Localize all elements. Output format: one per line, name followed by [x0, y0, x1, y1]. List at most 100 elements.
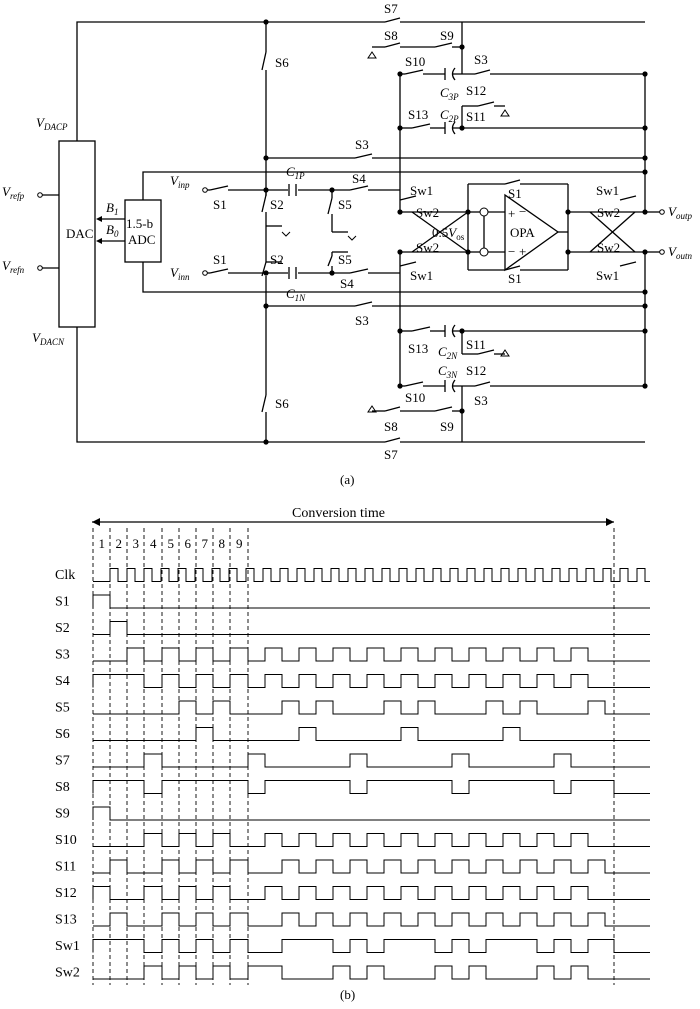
circuit-wires	[76, 21, 660, 443]
sw2-label-br: Sw2	[597, 240, 620, 255]
vos-source-n	[479, 247, 489, 257]
phase-label: 8	[219, 536, 226, 551]
junction-dots	[202, 19, 665, 445]
s11-label-bot: S11	[466, 337, 486, 352]
waveform-s6	[93, 727, 650, 741]
c2p-label: C2P	[440, 107, 459, 124]
phase-label: 6	[185, 536, 192, 551]
s12-label-top: S12	[466, 83, 486, 98]
c1p-label: C1P	[286, 164, 305, 181]
s9-label-top: S9	[440, 28, 454, 43]
signal-label-s7: S7	[55, 754, 70, 769]
c3p-label: C3P	[440, 85, 459, 102]
sw1-label-tr: Sw1	[596, 183, 619, 198]
vrefp-label: Vrefp	[2, 184, 25, 201]
s8-label-bot: S8	[384, 419, 398, 434]
phase-dividers	[92, 528, 615, 985]
capacitors	[288, 67, 456, 393]
vos-source-p	[479, 207, 489, 217]
opa-symbol	[504, 193, 560, 272]
s4-label-p: S4	[352, 171, 366, 186]
s3-label-p: S3	[355, 137, 369, 152]
svg-text:+: +	[508, 206, 515, 221]
dac-label: DAC	[66, 226, 93, 241]
s11-label-top: S11	[466, 109, 486, 124]
sw2-label-tl: Sw2	[416, 205, 439, 220]
waveform-s5	[93, 700, 650, 715]
waveform-s11	[93, 859, 650, 874]
s10-label-top: S10	[405, 54, 425, 69]
vdacp-label: VDACP	[36, 115, 68, 132]
s3-label-top: S3	[474, 52, 488, 67]
s12-label-bot: S12	[466, 363, 486, 378]
signal-label-s5: S5	[55, 701, 70, 716]
phase-label: 9	[236, 536, 243, 551]
waveform-clk	[93, 568, 650, 582]
signal-label-s2: S2	[55, 621, 70, 636]
s1-label-p: S1	[213, 197, 227, 212]
s5-label-n: S5	[338, 252, 352, 267]
signal-label-s12: S12	[55, 886, 77, 901]
s8-label-top: S8	[384, 28, 398, 43]
phase-label: 4	[150, 536, 157, 551]
vrefn-label: Vrefn	[2, 258, 25, 275]
waveform-s1	[92, 594, 650, 609]
s10-label-bot: S10	[405, 390, 425, 405]
svg-text:−: −	[519, 204, 526, 219]
signal-label-s4: S4	[55, 674, 70, 689]
sw2-label-tr: Sw2	[597, 205, 620, 220]
vos-label: 0.5Vos	[432, 225, 465, 242]
s7-label-bot: S7	[384, 447, 398, 462]
signal-label-s8: S8	[55, 780, 70, 795]
caption-b: (b)	[340, 987, 355, 1002]
signal-label-s1: S1	[55, 595, 70, 610]
signal-label-s3: S3	[55, 648, 70, 663]
circuit-diagram: DAC 1.5-b ADC B1 B0 Vrefp Vrefn VDACP VD…	[2, 1, 692, 487]
s9-label-bot: S9	[440, 419, 454, 434]
vdacn-label: VDACN	[32, 330, 65, 347]
svg-text:−: −	[508, 244, 515, 259]
switch-labels: S7 S8 S9 S6 S10 S3 S12 S13 S11 S3 S4 S1 …	[213, 1, 620, 462]
signal-label-s13: S13	[55, 913, 77, 928]
signal-label-s6: S6	[55, 727, 70, 742]
c2n-label: C2N	[438, 344, 458, 361]
adc-label-2: ADC	[128, 232, 155, 247]
waveform-s4	[92, 674, 650, 688]
waveform-s7	[93, 753, 650, 768]
s1-label-fb-bot: S1	[508, 271, 522, 286]
b1-label: B1	[106, 200, 118, 217]
signal-label-s9: S9	[55, 807, 70, 822]
phase-label: 5	[168, 536, 175, 551]
waveform-s2	[93, 621, 650, 635]
voutp-label: Voutp	[668, 204, 692, 221]
s13-label-bot: S13	[408, 341, 428, 356]
waveform-s3	[93, 647, 650, 662]
voutn-label: Voutn	[668, 244, 692, 261]
waveform-s13	[93, 912, 650, 927]
waveform-s10	[93, 833, 650, 847]
adc-block	[124, 199, 162, 263]
phase-label: 1	[99, 536, 106, 551]
svg-text:+: +	[519, 244, 526, 259]
caption-a: (a)	[340, 472, 354, 487]
sw1-label-br: Sw1	[596, 268, 619, 283]
opa-label: OPA	[510, 225, 535, 240]
s3-label-bot: S3	[474, 393, 488, 408]
c3n-label: C3N	[438, 363, 458, 380]
signal-label-s10: S10	[55, 833, 77, 848]
phase-label: 3	[133, 536, 140, 551]
s1-label-fb-top: S1	[508, 186, 522, 201]
vinn-label: Vinn	[170, 265, 190, 282]
s5-label-p: S5	[338, 197, 352, 212]
s2-label-n: S2	[270, 252, 284, 267]
waveform-sw1	[92, 939, 650, 953]
vinp-label: Vinp	[170, 173, 190, 190]
waveform-sw2	[93, 965, 650, 980]
s4-label-n: S4	[340, 276, 354, 291]
signal-label-clk: Clk	[55, 568, 75, 583]
b0-label: B0	[106, 222, 119, 239]
waveforms	[92, 568, 650, 980]
